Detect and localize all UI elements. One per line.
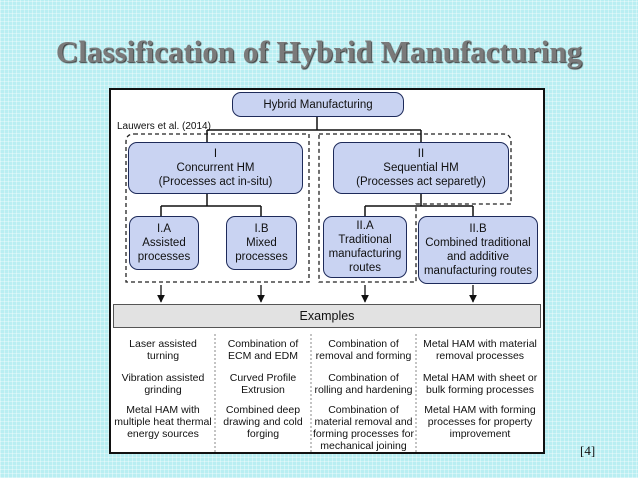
leaf-id: I.A [156, 223, 172, 235]
leaf-id: I.B [254, 223, 269, 235]
leaf-id: II.B [469, 223, 487, 235]
example-line: grinding [144, 384, 182, 396]
examples-bar: Examples [113, 304, 541, 328]
concurrent-subtitle: (Processes act in-situ) [158, 176, 273, 188]
concurrent-hm-node: I Concurrent HM (Processes act in-situ) [128, 142, 303, 194]
example-line: Metal HAM with forming [424, 404, 536, 416]
example-line: Metal HAM with [126, 404, 200, 416]
reference-number: [4] [580, 443, 596, 458]
example-line: Extrusion [241, 384, 285, 396]
example-line: forging [246, 428, 280, 440]
leaf-id: II.A [356, 220, 374, 232]
example-cell: Combination of rolling and hardening [313, 372, 414, 396]
sequential-hm-node: II Sequential HM (Processes act separetl… [333, 142, 509, 194]
example-line: energy sources [127, 428, 199, 440]
leaf-node-ib: I.B Mixed processes [226, 216, 297, 270]
example-line: Metal HAM with material [423, 338, 537, 350]
sequential-subtitle: (Processes act separetly) [356, 176, 486, 188]
example-cell: Metal HAM with forming processes for pro… [418, 404, 542, 440]
example-cell: Laser assisted turning [113, 338, 213, 362]
example-line: Combination of [328, 338, 399, 350]
leaf-line: manufacturing routes [423, 265, 533, 277]
root-node: Hybrid Manufacturing [232, 92, 404, 117]
slide-title: Classification of Hybrid Manufacturing [55, 34, 583, 69]
example-line: drawing and cold [223, 416, 303, 428]
example-line: Combined deep [225, 404, 301, 416]
example-line: bulk forming processes [426, 384, 534, 396]
example-line: Combination of [328, 404, 399, 416]
example-line: Vibration assisted [121, 372, 205, 384]
example-line: Laser assisted [129, 338, 197, 350]
leaf-line: and additive [446, 251, 510, 263]
leaf-node-iia: II.A Traditional manufacturing routes [323, 216, 407, 278]
leaf-line: Assisted [142, 237, 186, 249]
leaf-node-iib: II.B Combined traditional and additive m… [418, 216, 538, 284]
example-line: processes for property [427, 416, 533, 428]
leaf-node-ia: I.A Assisted processes [129, 216, 199, 270]
example-line: mechanical joining [320, 440, 407, 452]
example-line: rolling and hardening [314, 384, 413, 396]
example-cell: Curved Profile Extrusion [217, 372, 309, 396]
sequential-id: II [417, 148, 425, 160]
example-line: ECM and EDM [227, 350, 299, 362]
leaf-line: processes [235, 251, 288, 263]
example-cell: Combination of material removal and form… [313, 404, 414, 452]
example-cell: Metal HAM with multiple heat thermal ene… [113, 404, 213, 440]
example-line: removal and forming [315, 350, 412, 362]
example-cell: Vibration assisted grinding [113, 372, 213, 396]
example-cell: Metal HAM with sheet or bulk forming pro… [418, 372, 542, 396]
example-line: Metal HAM with sheet or [422, 372, 538, 384]
example-cell: Metal HAM with material removal processe… [418, 338, 542, 362]
diagram-connectors [125, 117, 512, 452]
example-line: Curved Profile [229, 372, 297, 384]
leaf-line: manufacturing [328, 248, 402, 260]
example-line: multiple heat thermal [114, 416, 212, 428]
example-line: forming processes for [313, 428, 414, 440]
classification-diagram: Hybrid Manufacturing Lauwers et al. (201… [109, 88, 545, 454]
example-line: turning [146, 350, 180, 362]
concurrent-id: I [213, 148, 218, 160]
example-line: improvement [449, 428, 511, 440]
example-cell: Combined deep drawing and cold forging [217, 404, 309, 440]
example-line: Combination of [328, 372, 399, 384]
example-line: removal processes [435, 350, 525, 362]
leaf-line: routes [349, 262, 381, 274]
example-line: material removal and [314, 416, 413, 428]
author-citation: Lauwers et al. (2014) [117, 121, 211, 132]
concurrent-title: Concurrent HM [176, 162, 255, 174]
sequential-title: Sequential HM [383, 162, 459, 174]
leaf-line: processes [137, 251, 191, 263]
sequential-group-outline [318, 133, 512, 283]
leaf-line: Mixed [246, 237, 277, 249]
root-label: Hybrid Manufacturing [263, 98, 373, 111]
leaf-line: Combined traditional [425, 237, 531, 249]
example-cell: Combination of ECM and EDM [217, 338, 309, 362]
example-cell: Combination of removal and forming [313, 338, 414, 362]
leaf-line: Traditional [338, 234, 392, 246]
example-line: Combination of [227, 338, 299, 350]
